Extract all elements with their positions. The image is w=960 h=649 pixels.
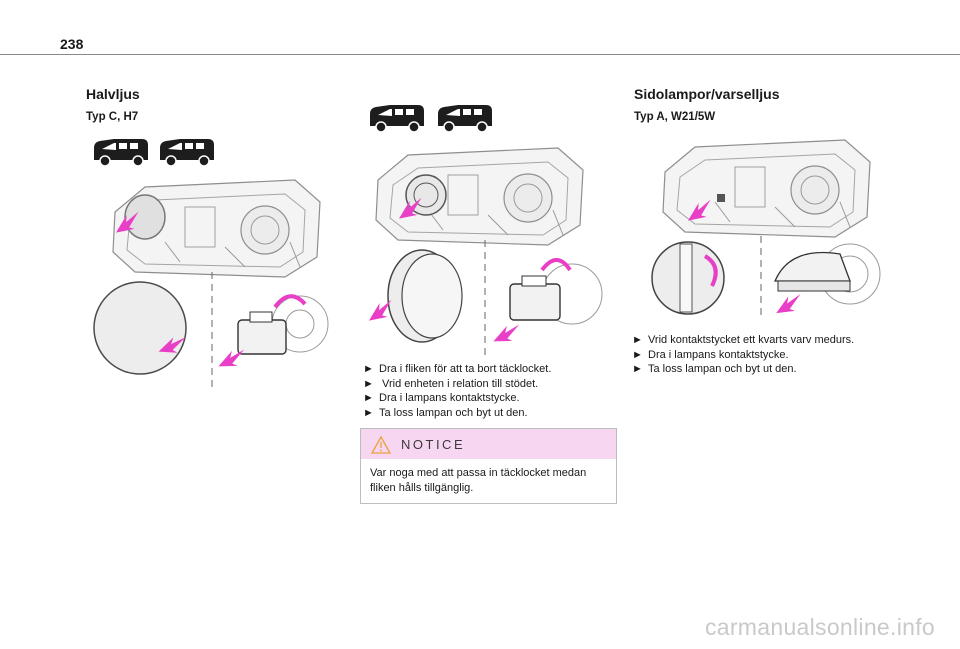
van-icon — [437, 104, 493, 133]
section-heading-halvljus: Halvljus — [86, 86, 140, 102]
list-item: ►Dra i fliken för att ta bort täcklocket… — [363, 363, 552, 375]
pull-arrow-icon — [490, 321, 524, 348]
van-icon — [93, 138, 149, 167]
list-item: ►Vrid kontaktstycket ett kvarts varv med… — [632, 334, 855, 346]
section-heading-sidolampor: Sidolampor/varselljus — [634, 86, 780, 102]
header-divider — [0, 54, 960, 55]
warning-triangle-icon — [370, 435, 392, 454]
list-item: ►Ta loss lampan och byt ut den. — [363, 406, 528, 419]
headlamp-illustration-middle — [375, 147, 584, 246]
notice-box: NOTICE Var noga med att passa in täckloc… — [360, 428, 617, 504]
pull-arrow-icon — [772, 291, 806, 319]
rotate-arrow-icon — [703, 254, 718, 287]
notice-title: NOTICE — [401, 437, 466, 452]
page-number: 238 — [60, 36, 84, 52]
van-icons-middle — [369, 104, 493, 133]
van-icons — [93, 138, 215, 167]
steps-list-middle: ►Dra i fliken för att ta bort täcklocket… — [363, 362, 551, 420]
list-item: ►Dra i lampans kontaktstycke. — [632, 348, 789, 361]
notice-header: NOTICE — [361, 429, 616, 459]
headlamp-illustration-left — [111, 179, 321, 278]
section-subheading-typ-a: Typ A, W21/5W — [634, 111, 716, 123]
van-icon — [369, 104, 425, 133]
rotate-arrow-icon — [273, 294, 307, 309]
list-item: ►Dra i lampans kontaktstycke. — [363, 392, 520, 404]
notice-text: Var noga med att passa in täcklocket med… — [370, 467, 587, 494]
bulb-removal-illustration-right — [651, 236, 881, 320]
bulb-removal-illustration-left — [93, 272, 329, 388]
list-item: ► Vrid enheten i relation till stödet. — [363, 377, 539, 390]
section-subheading-typ-c: Typ C, H7 — [86, 111, 139, 123]
steps-list-right: ►Vrid kontaktstycket ett kvarts varv med… — [632, 333, 854, 377]
headlamp-illustration-right — [662, 139, 871, 238]
rotate-arrow-icon — [540, 258, 572, 272]
bulb-removal-illustration-middle — [364, 240, 603, 356]
van-icon — [159, 138, 215, 167]
list-item: ►Ta loss lampan och byt ut den. — [632, 363, 797, 375]
watermark: carmanualsonline.info — [704, 614, 935, 640]
